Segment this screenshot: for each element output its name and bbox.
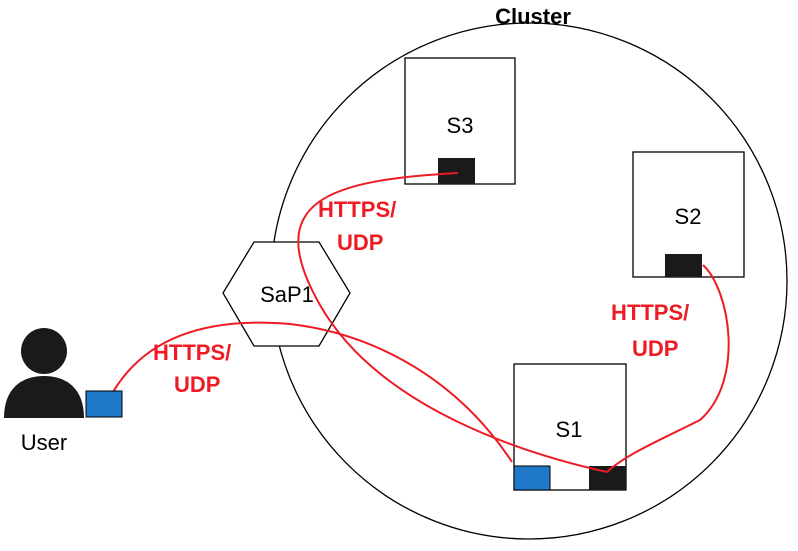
server-s2[interactable]: S2 (632, 151, 745, 278)
user-node[interactable]: User (4, 328, 123, 455)
link-s2-s1-label-line2: UDP (632, 336, 678, 361)
link-s2-s1 (606, 264, 730, 473)
server-s3[interactable]: S3 (404, 57, 516, 185)
sap1-label: SaP1 (260, 282, 314, 307)
link-sap-s3-label-line1: HTTPS/ (318, 197, 396, 222)
links (112, 172, 730, 473)
sap1-hexagon (222, 241, 351, 347)
link-s1-s3 (297, 172, 608, 473)
user-icon (4, 328, 84, 418)
server-s1-port-user (513, 465, 551, 491)
link-user-sap-label-line2: UDP (174, 372, 220, 397)
cluster-label: Cluster (495, 4, 571, 29)
link-sap-s3-label-line2: UDP (337, 230, 383, 255)
link-user-sap-label-line1: HTTPS/ (153, 340, 231, 365)
server-s1[interactable]: S1 (513, 363, 627, 491)
server-s1-label: S1 (556, 417, 583, 442)
link-user-s1 (112, 321, 513, 463)
server-s3-label: S3 (447, 113, 474, 138)
server-s3-port (438, 158, 475, 184)
server-s2-port (665, 254, 702, 277)
sap1-node[interactable]: SaP1 (222, 241, 351, 347)
link-s2-s1-label-line1: HTTPS/ (611, 300, 689, 325)
server-s2-label: S2 (675, 204, 702, 229)
user-label: User (21, 430, 67, 455)
user-port (85, 390, 123, 418)
